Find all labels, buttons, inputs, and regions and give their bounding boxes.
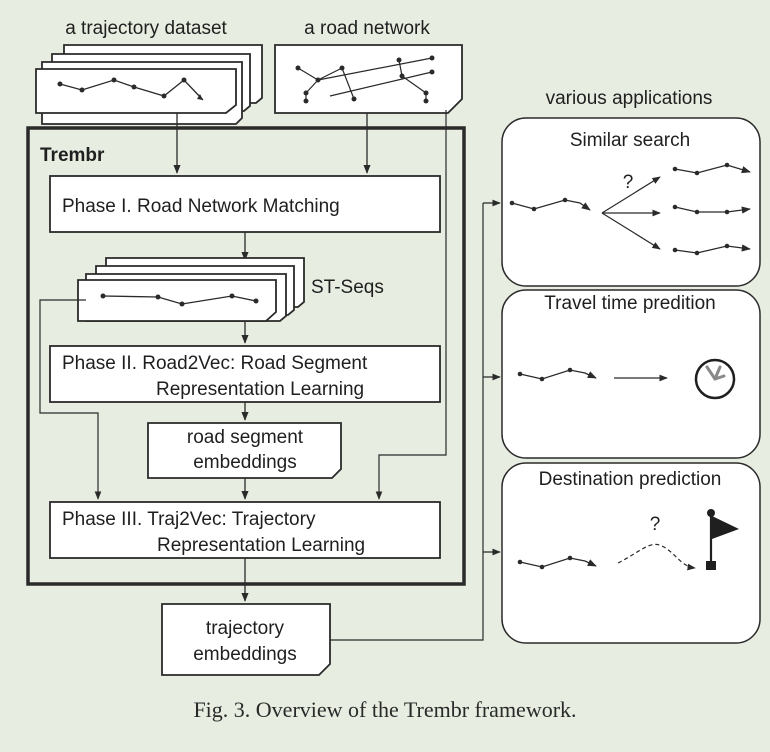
phase1-box [49,175,441,233]
road-network-doc [274,44,463,114]
road-network-graph [297,57,433,101]
phase3-box [49,501,441,559]
road-network-label: a road network [304,18,430,39]
trajectory-polyline [57,77,204,101]
similar-search-question: ? [623,172,634,193]
travel-time-title: Travel time predition [544,293,715,314]
st-seqs-label: ST-Seqs [311,277,384,298]
similar-search-title: Similar search [570,130,690,151]
phase3-line2: Representation Learning [157,535,365,556]
travel-time-panel [501,289,761,459]
destination-trajectory [517,555,597,570]
trajectory-embeddings-line1: trajectory [206,618,285,639]
destination-panel [501,462,761,644]
phase2-box [49,345,441,403]
similar-search-results [672,162,751,256]
road-segment-embeddings-line1: road segment [187,427,304,448]
st-seqs-stack [77,257,305,322]
travel-time-trajectory [517,367,597,382]
road-segment-embeddings-line2: embeddings [193,452,297,473]
similar-search-panel [501,117,761,287]
road-segment-embeddings-doc [147,422,342,479]
clock-icon [693,357,737,401]
flag-icon [706,509,739,570]
arrow-roadnet-to-phase3 [375,110,447,500]
phase1-label: Phase I. Road Network Matching [62,196,340,217]
trajectory-embeddings-doc [161,603,331,676]
phase2-line1: Phase II. Road2Vec: Road Segment [62,353,368,374]
similar-search-fan-arrows [601,176,661,250]
destination-dashed-path [617,543,696,571]
trajectory-dataset-label: a trajectory dataset [65,18,227,39]
applications-heading: various applications [546,88,713,109]
trajectory-dataset-stack [35,44,263,125]
phase3-line1: Phase III. Traj2Vec: Trajectory [62,509,316,530]
trembr-frame [26,126,466,586]
destination-title: Destination prediction [539,469,722,490]
figure-caption: Fig. 3. Overview of the Trembr framework… [193,697,577,722]
similar-search-query-trajectory [509,197,591,212]
output-to-applications-connector [330,199,501,641]
road-network-nodes [295,55,435,104]
trajectory-embeddings-line2: embeddings [193,644,297,665]
trembr-title: Trembr [40,145,105,166]
arrow-stseqs-to-phase3 [39,299,102,500]
st-seqs-polyline [100,293,259,307]
destination-question: ? [650,514,661,535]
phase2-line2: Representation Learning [156,379,364,400]
